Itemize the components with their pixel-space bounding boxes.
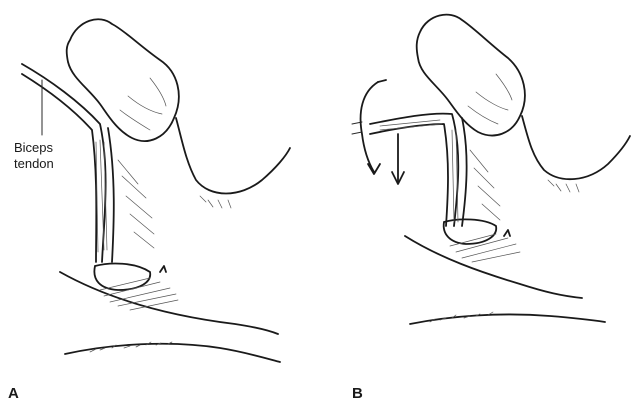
panel-a-drawing	[22, 19, 290, 362]
panel-a-head-marker	[160, 266, 166, 272]
panel-a-humeral-head	[94, 264, 150, 290]
panel-b-drawing	[352, 15, 630, 324]
panel-a-lower-contour	[65, 344, 280, 362]
panel-b-rotation-arrowhead	[368, 164, 380, 174]
panel-a-biceps-tendon-outer	[108, 128, 114, 262]
panel-a-soft-tissue-contour	[60, 272, 278, 334]
panel-b-groove-hatching	[470, 150, 500, 220]
panel-b-soft-tissue-contour	[405, 236, 582, 298]
panel-b-rotation-arrow	[361, 82, 378, 172]
panel-b-head-marker	[504, 230, 510, 236]
biceps-tendon-label-line1: Biceps	[14, 140, 54, 155]
panel-b-humeral-head	[444, 219, 497, 244]
panel-a-groove-hatching	[118, 160, 154, 248]
panel-b-acromion	[417, 15, 525, 136]
panel-a-acromion	[67, 19, 179, 141]
panel-a-scapula-texture	[200, 196, 231, 208]
panel-b-scapula-curve	[522, 116, 630, 179]
panel-b-biceps-tendon-outer	[462, 118, 467, 226]
panel-b-scapula-texture	[548, 180, 579, 192]
panel-b-lower-contour	[410, 314, 605, 324]
panel-b-biceps-tendon-inner	[370, 124, 448, 226]
biceps-tendon-label-line2: tendon	[14, 156, 54, 171]
panel-b-rotation-arrow-tail	[378, 80, 386, 82]
panel-b-letter: B	[352, 385, 363, 402]
panel-a-scapula-curve	[176, 118, 290, 194]
panel-a-letter: A	[8, 385, 19, 402]
